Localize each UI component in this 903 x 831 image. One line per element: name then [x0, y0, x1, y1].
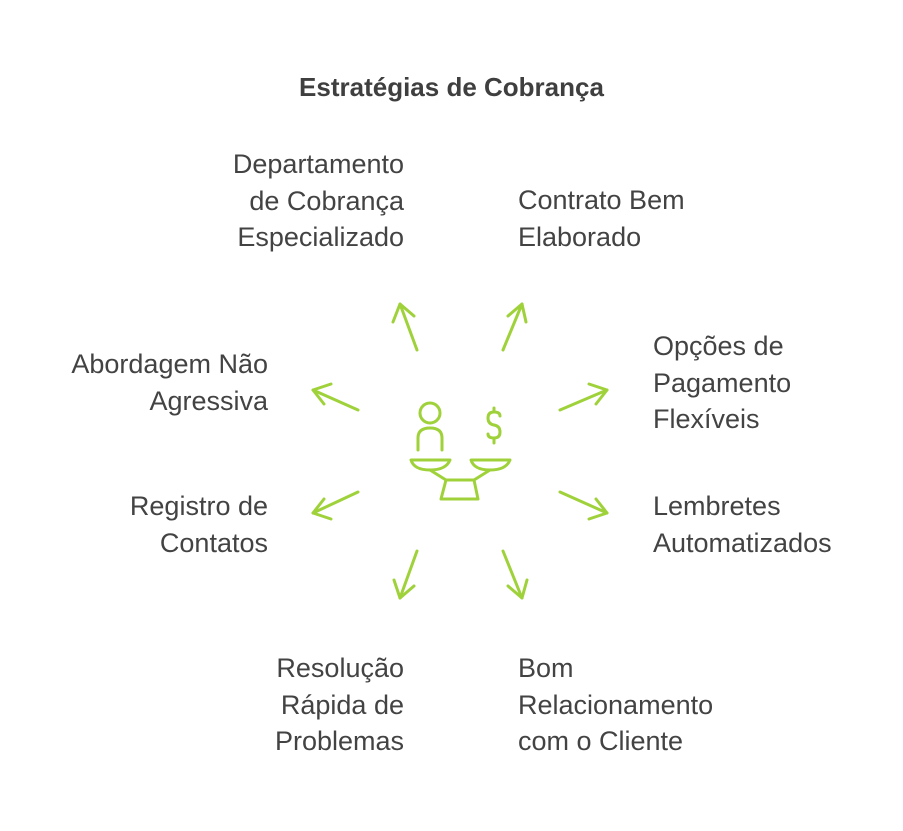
label-bom-relacionamento: Bom Relacionamento com o Cliente	[518, 653, 714, 756]
label-lembretes-automatizados: Lembretes Automatizados	[653, 491, 832, 558]
label-opcoes-pagamento: Opções de Pagamento Flexíveis	[653, 331, 792, 434]
label-departamento-cobranca: Departamento de Cobrança Especializado	[232, 149, 404, 252]
arrow-registro	[311, 490, 360, 521]
arrow-opcoes	[558, 382, 609, 412]
arrow-resolucao	[392, 549, 419, 600]
arrow-departamento	[391, 302, 419, 352]
arrow-contrato	[501, 302, 528, 352]
diagram-title: Estratégias de Cobrança	[299, 72, 604, 102]
label-resolucao-problemas: Resolução Rápida de Problemas	[274, 653, 404, 756]
label-contrato-elaborado: Contrato Bem Elaborado	[518, 185, 685, 252]
arrow-abordagem	[311, 382, 360, 412]
arrow-bom-relacionamento	[501, 549, 529, 600]
label-registro-contatos: Registro de Contatos	[129, 491, 268, 558]
label-abordagem-nao-agressiva: Abordagem Não Agressiva	[71, 349, 268, 416]
balance-scale-person-dollar-icon	[409, 401, 512, 501]
arrow-lembretes	[558, 490, 609, 521]
